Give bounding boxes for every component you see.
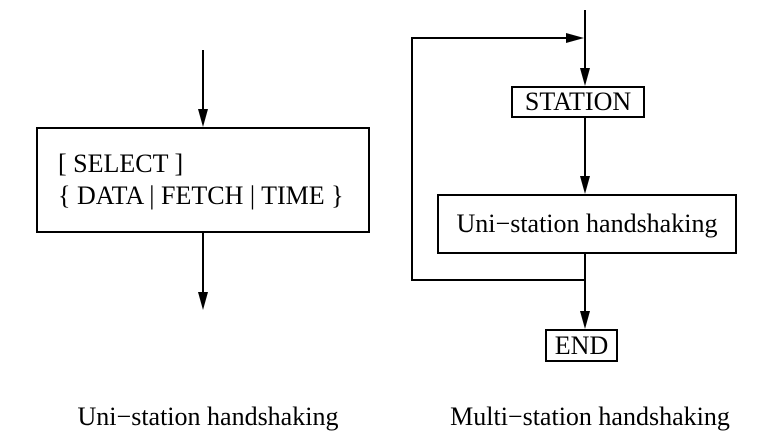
multi-end-box: END: [545, 329, 618, 362]
uni-select-box-line1: [ SELECT ]: [58, 149, 184, 178]
loopback-arrowhead-right-icon: [566, 33, 584, 43]
process-to-end-arrow-line: [584, 254, 586, 313]
multi-process-box: Uni−station handshaking: [437, 194, 737, 254]
uni-select-box: [ SELECT ] { DATA | FETCH | TIME }: [36, 127, 370, 233]
uni-entry-arrow-line: [202, 50, 204, 111]
station-to-process-arrow-line: [584, 118, 586, 177]
multi-entry-arrow-line: [584, 10, 586, 70]
process-to-end-arrowhead-down-icon: [580, 311, 590, 329]
multi-end-box-label: END: [554, 330, 609, 360]
station-to-process-arrowhead-down-icon: [580, 176, 590, 194]
loopback-bottom-line: [411, 279, 586, 281]
multi-station-box-label: STATION: [524, 87, 632, 116]
uni-entry-arrowhead-down-icon: [198, 109, 208, 127]
loopback-top-line: [411, 37, 567, 39]
uni-select-box-line2: { DATA | FETCH | TIME }: [58, 181, 344, 210]
loopback-left-line: [411, 37, 413, 281]
uni-diagram-caption: Uni−station handshaking: [77, 402, 339, 431]
multi-entry-arrowhead-down-icon: [580, 68, 590, 86]
uni-exit-arrowhead-down-icon: [198, 292, 208, 310]
multi-station-box: STATION: [511, 86, 645, 118]
multi-diagram-caption: Multi−station handshaking: [450, 402, 730, 431]
multi-process-box-label: Uni−station handshaking: [456, 209, 718, 238]
uni-exit-arrow-line: [202, 233, 204, 293]
